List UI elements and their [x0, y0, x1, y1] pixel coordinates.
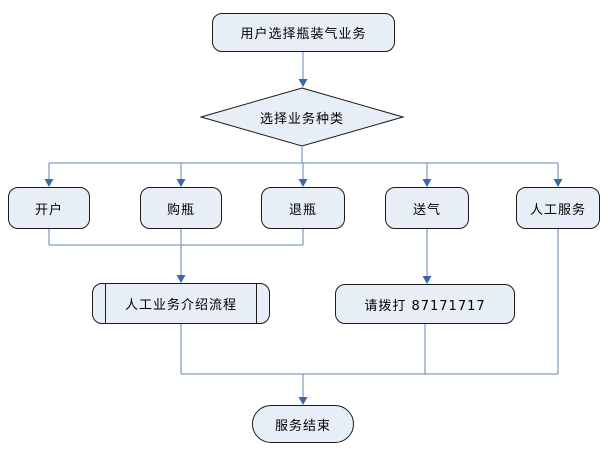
arrowhead-call [422, 276, 432, 284]
node-buy-bottle: 购瓶 [140, 187, 222, 229]
node-call-number: 请拨打 87171717 [335, 284, 515, 324]
node-return-bottle: 退瓶 [261, 187, 345, 229]
node-call-number-label: 请拨打 87171717 [364, 298, 486, 314]
node-start-label: 用户选择瓶装气业务 [240, 27, 367, 42]
node-end-label: 服务结束 [274, 418, 331, 434]
node-intro-process: 人工业务介绍流程 [92, 283, 270, 324]
arrowhead-intro [176, 275, 186, 283]
node-start: 用户选择瓶装气业务 [212, 13, 395, 52]
arrowhead-decision [298, 79, 308, 87]
arrowhead-end [298, 397, 308, 405]
arrowhead-buy [176, 179, 186, 187]
node-open-account-label: 开户 [34, 202, 63, 218]
node-manual-service: 人工服务 [516, 187, 600, 229]
arrowhead-open [44, 179, 54, 187]
node-decision-label: 选择业务种类 [259, 111, 344, 127]
diamond-shape [200, 87, 404, 147]
node-buy-bottle-label: 购瓶 [166, 202, 195, 218]
node-deliver-gas-label: 送气 [412, 202, 441, 218]
arrowhead-deliver [422, 179, 432, 187]
node-open-account: 开户 [8, 187, 90, 229]
node-decision: 选择业务种类 [200, 87, 404, 147]
node-return-bottle-label: 退瓶 [288, 202, 317, 218]
arrowhead-return [298, 179, 308, 187]
arrowhead-manual [553, 179, 563, 187]
node-manual-service-label: 人工服务 [529, 202, 586, 218]
node-end: 服务结束 [252, 405, 354, 443]
node-intro-process-label: 人工业务介绍流程 [124, 298, 237, 313]
node-deliver-gas: 送气 [385, 187, 469, 229]
